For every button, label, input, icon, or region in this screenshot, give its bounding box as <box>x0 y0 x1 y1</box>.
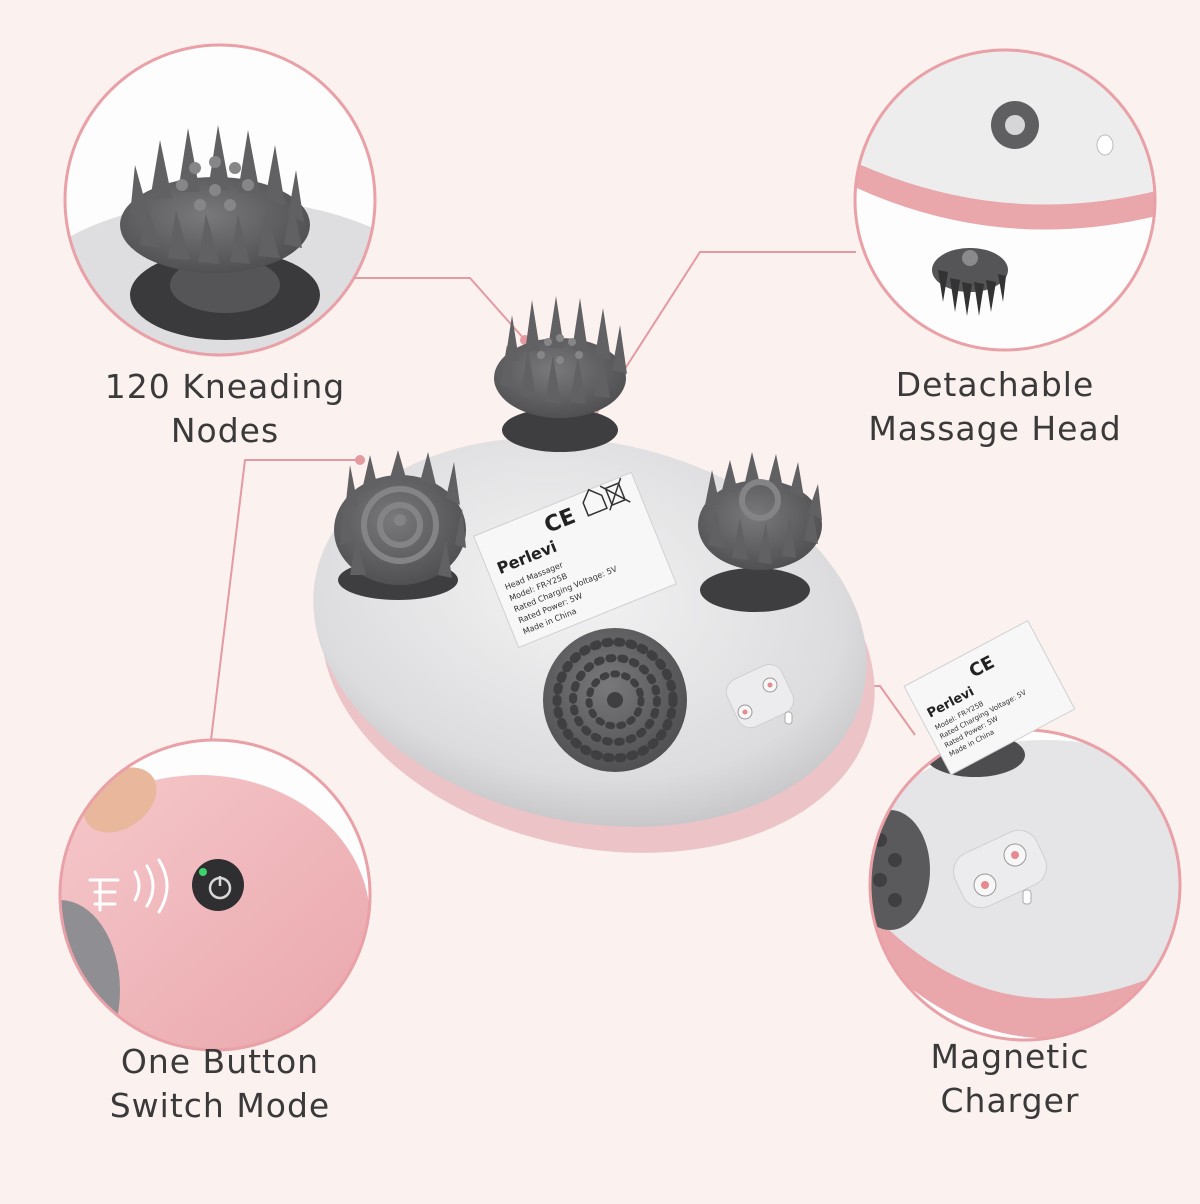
caption-line: Charger <box>940 1081 1080 1120</box>
caption-line: Nodes <box>170 411 280 450</box>
caption-kneading-nodes: 120 Kneading Nodes <box>60 365 390 453</box>
massage-node-left <box>334 450 466 600</box>
caption-line: Detachable <box>895 365 1095 404</box>
caption-line: Magnetic <box>930 1037 1090 1076</box>
massage-node-right <box>698 452 822 612</box>
charging-contacts <box>725 663 795 729</box>
weee-bin-icon <box>599 477 631 511</box>
caption-line: 120 Kneading <box>104 367 346 406</box>
house-icon <box>582 488 608 517</box>
detail-detachable-head <box>853 48 1157 352</box>
detail-one-button <box>58 738 372 1052</box>
massage-node-top <box>494 296 627 452</box>
caption-line: Switch Mode <box>109 1086 331 1125</box>
caption-one-button: One Button Switch Mode <box>60 1040 380 1128</box>
caption-line: One Button <box>120 1042 320 1081</box>
caption-detachable-head: Detachable Massage Head <box>840 363 1150 451</box>
power-button-icon <box>192 859 244 911</box>
floating-label-sticker: Perlevi Model: FR-Y25B Rated Charging Vo… <box>903 619 1076 776</box>
hand-touch-icon <box>88 858 169 914</box>
massage-node-bottom <box>543 628 687 772</box>
caption-magnetic-charger: Magnetic Charger <box>860 1035 1160 1123</box>
detail-kneading-nodes <box>63 43 377 357</box>
detail-magnetic-charger <box>868 728 1182 1042</box>
product-label-sticker: Perlevi Head Massager Model: FR-Y25B Rat… <box>473 471 677 649</box>
main-device: Perlevi Head Massager Model: FR-Y25B Rat… <box>313 296 875 853</box>
caption-line: Massage Head <box>868 409 1122 448</box>
